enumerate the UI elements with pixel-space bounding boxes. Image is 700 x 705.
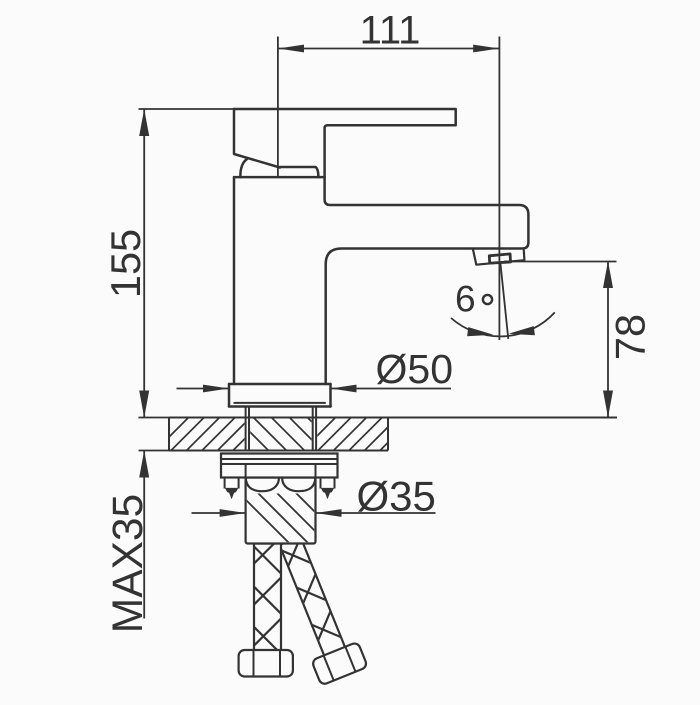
- svg-text:111: 111: [360, 9, 421, 53]
- svg-text:Ø35: Ø35: [357, 473, 436, 520]
- svg-text:MAX35: MAX35: [105, 494, 152, 633]
- svg-text:155: 155: [102, 229, 149, 298]
- svg-text:Ø50: Ø50: [376, 346, 454, 392]
- svg-text:6: 6: [455, 279, 476, 320]
- svg-text:78: 78: [607, 314, 654, 360]
